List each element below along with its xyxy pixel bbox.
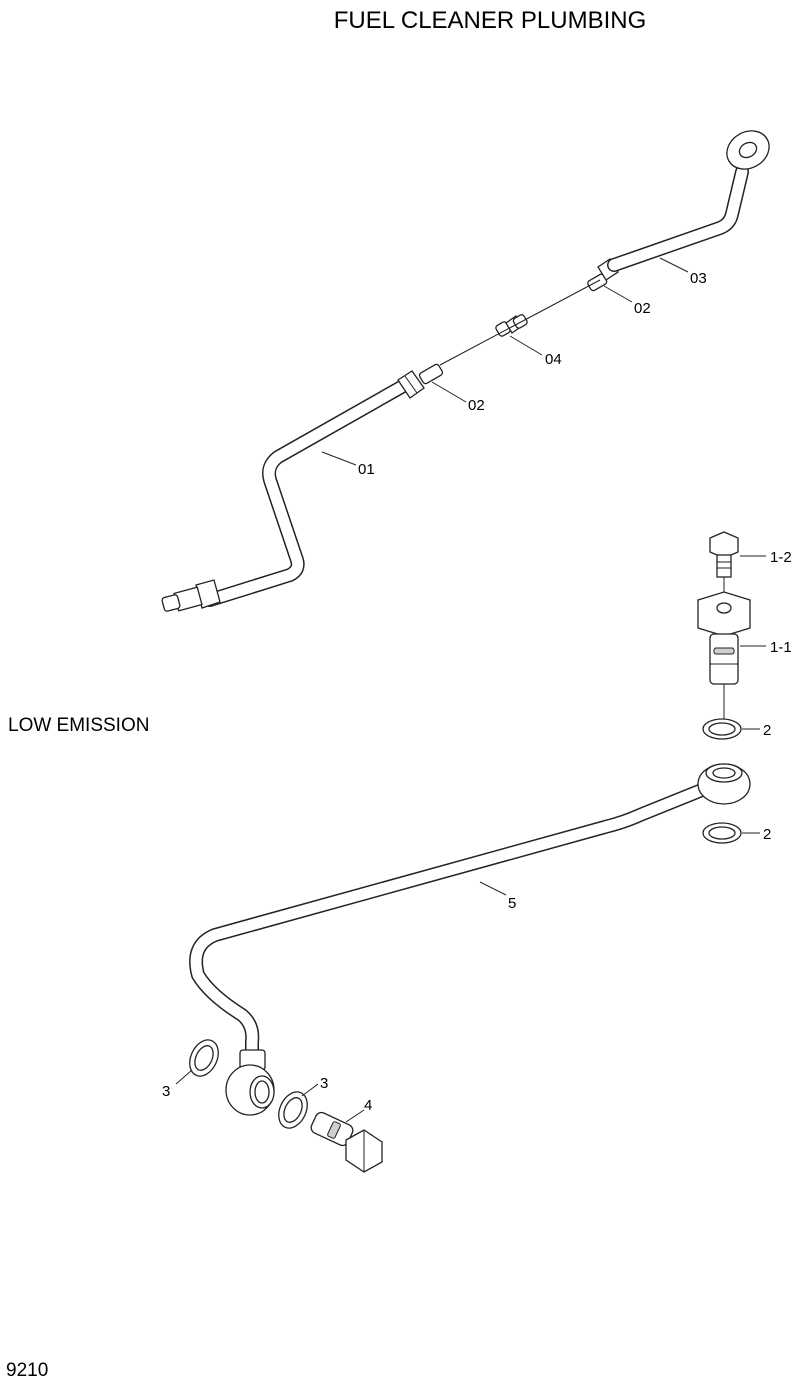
callout-1-1: 1-1 bbox=[770, 639, 792, 656]
callout-02-lower: 02 bbox=[468, 397, 485, 414]
fuel-pipe-01 bbox=[203, 378, 412, 607]
union-04 bbox=[495, 314, 528, 337]
washer-3-right bbox=[278, 1091, 308, 1129]
pipe-5-lower-banjo bbox=[225, 1049, 275, 1116]
leader-02-lower bbox=[431, 381, 467, 403]
connector-02-lower bbox=[418, 363, 444, 385]
pipe-01-nut bbox=[397, 370, 425, 399]
pipe-03-eye-fitting bbox=[726, 130, 770, 170]
callout-2-upper: 2 bbox=[763, 722, 771, 739]
callout-03: 03 bbox=[690, 270, 707, 287]
callout-2-lower: 2 bbox=[763, 826, 771, 843]
fuel-pipe-5 bbox=[189, 783, 709, 1062]
leader-3-right bbox=[301, 1083, 319, 1097]
leader-3-left bbox=[175, 1069, 193, 1085]
callout-5: 5 bbox=[508, 895, 516, 912]
callout-02-upper: 02 bbox=[634, 300, 651, 317]
eye-bolt-4 bbox=[310, 1111, 383, 1173]
washer-2-upper bbox=[702, 718, 742, 740]
eye-bolt-1-1 bbox=[697, 591, 751, 685]
page-number: 9210 bbox=[6, 1360, 48, 1381]
washer-2-lower bbox=[702, 822, 742, 844]
pipe-01-end-fitting bbox=[161, 579, 221, 612]
callout-3-left: 3 bbox=[162, 1083, 170, 1100]
leader-01 bbox=[321, 451, 357, 466]
leader-5 bbox=[479, 881, 507, 896]
callout-01: 01 bbox=[358, 461, 375, 478]
leader-4 bbox=[345, 1109, 365, 1123]
leader-03 bbox=[659, 257, 689, 273]
bolt-1-2 bbox=[709, 531, 739, 578]
page-title: FUEL CLEANER PLUMBING bbox=[334, 7, 647, 34]
callout-1-2: 1-2 bbox=[770, 549, 792, 566]
callout-3-right: 3 bbox=[320, 1075, 328, 1092]
assembly-centerline bbox=[439, 279, 601, 366]
callout-04: 04 bbox=[545, 351, 562, 368]
pipe-5-upper-banjo bbox=[697, 763, 751, 805]
callout-4: 4 bbox=[364, 1097, 372, 1114]
washer-3-left bbox=[189, 1039, 219, 1077]
fuel-pipe-03 bbox=[607, 165, 749, 272]
section-label: LOW EMISSION bbox=[8, 715, 149, 736]
leader-04 bbox=[509, 335, 543, 356]
leader-02-upper bbox=[603, 285, 633, 303]
